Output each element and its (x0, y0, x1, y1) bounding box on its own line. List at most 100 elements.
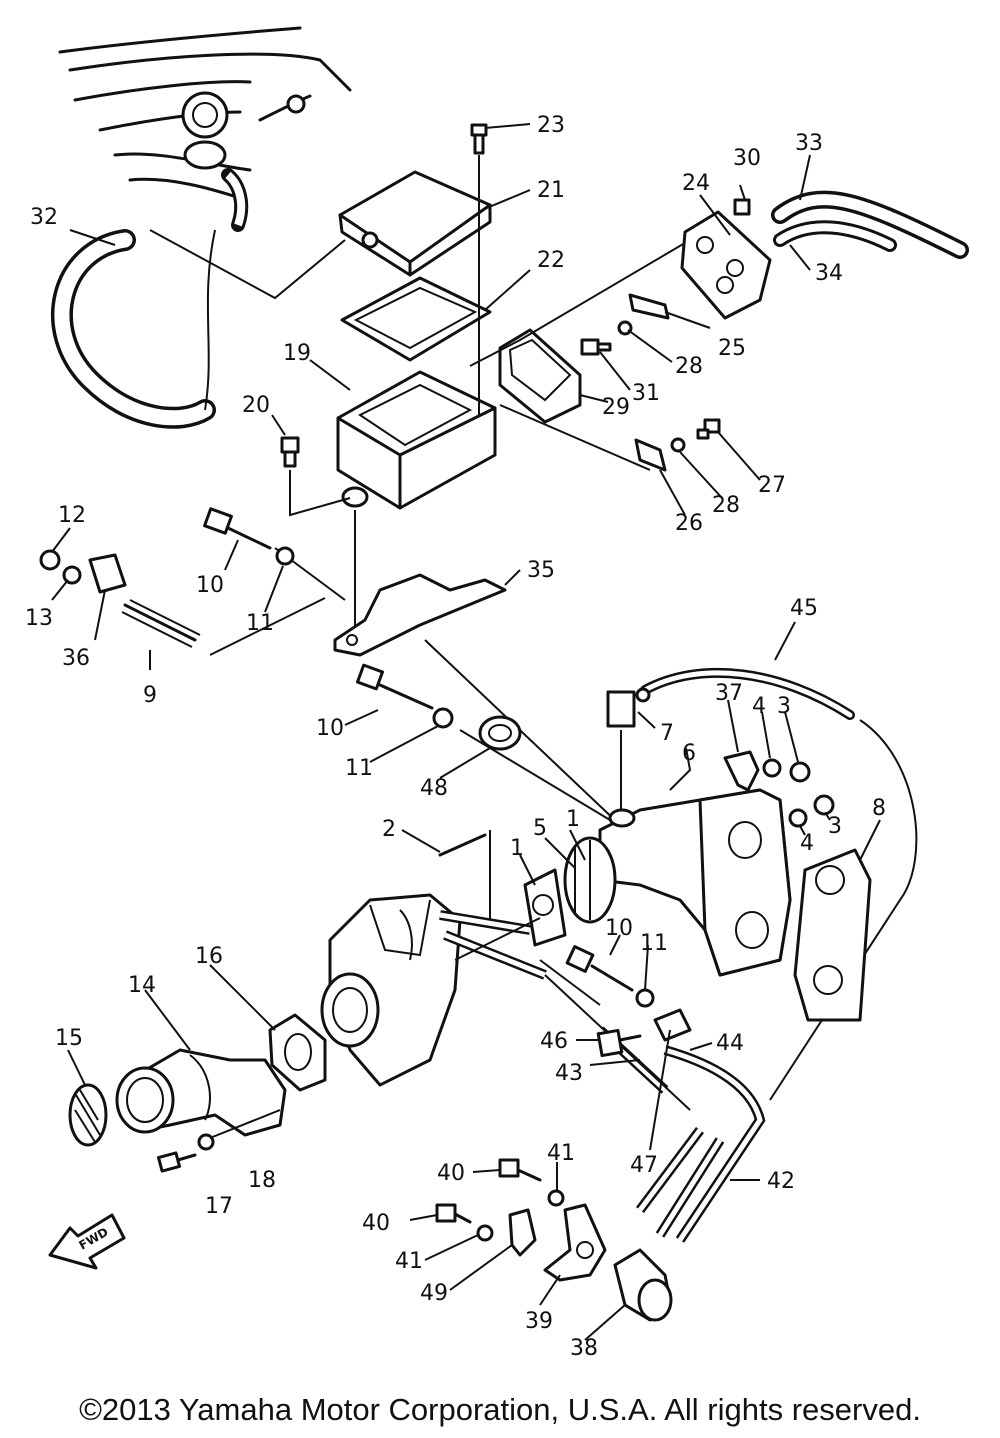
callout-9: 9 (143, 683, 157, 708)
fitting-47 (653, 1008, 692, 1042)
joint-plate-24 (680, 210, 772, 320)
link-49 (508, 1208, 537, 1257)
intake-manifold-6 (598, 788, 792, 977)
insulator-5 (563, 836, 617, 924)
bracket-35 (333, 573, 507, 657)
bolt-10c (565, 945, 634, 992)
callout-1a: 1 (566, 807, 580, 832)
carburetor (320, 893, 462, 1087)
bracket-39 (543, 1203, 607, 1282)
hose-42 (636, 1127, 725, 1238)
hose-33 (771, 190, 969, 259)
fwd-arrow-icon: FWD (48, 1213, 126, 1270)
callout-45: 45 (790, 596, 818, 621)
washer-11c (635, 988, 655, 1008)
callout-32: 32 (30, 205, 58, 230)
callout-20: 20 (242, 393, 270, 418)
callout-44: 44 (716, 1031, 744, 1056)
bolt-46 (596, 1028, 642, 1058)
washer-13 (62, 565, 82, 585)
intake-silencer-14 (115, 1048, 287, 1137)
bolt-40b (435, 1203, 472, 1224)
callout-10a: 10 (196, 573, 224, 598)
bolt-31 (580, 338, 612, 356)
callout-38: 38 (570, 1336, 598, 1361)
callout-2: 2 (382, 817, 396, 842)
callout-3a: 3 (777, 694, 791, 719)
bolt-10b (356, 663, 434, 710)
callout-15: 15 (55, 1026, 83, 1051)
callout-33: 33 (795, 131, 823, 156)
callout-26: 26 (675, 511, 703, 536)
callout-41a: 41 (547, 1141, 575, 1166)
callout-36: 36 (62, 646, 90, 671)
callout-24: 24 (682, 171, 710, 196)
nut-3a (789, 761, 811, 783)
callout-10c: 10 (605, 916, 633, 941)
stud-9 (121, 599, 201, 648)
callout-35: 35 (527, 558, 555, 583)
callout-21: 21 (537, 178, 565, 203)
holder-25 (628, 293, 670, 320)
holder-26 (634, 438, 667, 472)
callout-23: 23 (537, 113, 565, 138)
callout-numbers: 23 21 22 19 20 32 24 30 33 34 25 28 31 2… (25, 113, 886, 1361)
callout-48: 48 (420, 776, 448, 801)
washer-28a (617, 320, 633, 336)
clamp-48 (478, 715, 522, 751)
callout-43: 43 (555, 1061, 583, 1086)
callout-17: 17 (205, 1194, 233, 1219)
washer-11b (432, 707, 454, 729)
screw-27 (696, 418, 721, 440)
callout-14: 14 (128, 973, 156, 998)
callout-18: 18 (248, 1168, 276, 1193)
callout-28b: 28 (712, 493, 740, 518)
hose-34 (773, 220, 897, 252)
callout-1b: 1 (510, 836, 524, 861)
callout-41b: 41 (395, 1249, 423, 1274)
callout-47: 47 (630, 1153, 658, 1178)
callout-11a: 11 (246, 611, 274, 636)
gasket-8 (793, 848, 872, 1022)
callout-25: 25 (718, 336, 746, 361)
callout-34: 34 (815, 261, 843, 286)
callout-27: 27 (758, 473, 786, 498)
bolt-10a (203, 507, 272, 550)
solenoid-38 (613, 1248, 673, 1322)
callout-4a: 4 (752, 694, 766, 719)
bolt-40a (498, 1158, 542, 1182)
gasket-22 (340, 276, 492, 362)
callout-4b: 4 (800, 831, 814, 856)
callout-3b: 3 (828, 814, 842, 839)
callout-42: 42 (767, 1169, 795, 1194)
hose-44 (663, 1045, 766, 1243)
gasket-16 (268, 1013, 327, 1092)
washer-4a (762, 758, 782, 778)
callout-10b: 10 (316, 716, 344, 741)
washer-18 (197, 1133, 215, 1151)
hose-32 (51, 229, 216, 429)
screen-15 (68, 1083, 108, 1147)
callout-11c: 11 (640, 931, 668, 956)
washer-4b (788, 808, 808, 828)
silencer-case-19 (336, 370, 497, 510)
nut-12 (39, 549, 61, 571)
callout-12: 12 (58, 503, 86, 528)
silencer-cover-21 (338, 170, 492, 277)
callout-29: 29 (602, 395, 630, 420)
callout-40b: 40 (362, 1211, 390, 1236)
callout-8: 8 (872, 796, 886, 821)
nut-3b (813, 794, 835, 816)
exploded-parts-diagram: FWD (25, 26, 969, 1361)
callout-46: 46 (540, 1029, 568, 1054)
clamp-36 (88, 553, 127, 594)
screw-23 (470, 123, 488, 155)
callout-13: 13 (25, 606, 53, 631)
callout-5: 5 (533, 816, 547, 841)
screw-17 (156, 1151, 197, 1173)
bolt-30 (733, 198, 751, 216)
callout-49: 49 (420, 1281, 448, 1306)
stud-2 (438, 833, 487, 857)
callout-7: 7 (660, 721, 674, 746)
washer-41a (547, 1189, 565, 1207)
